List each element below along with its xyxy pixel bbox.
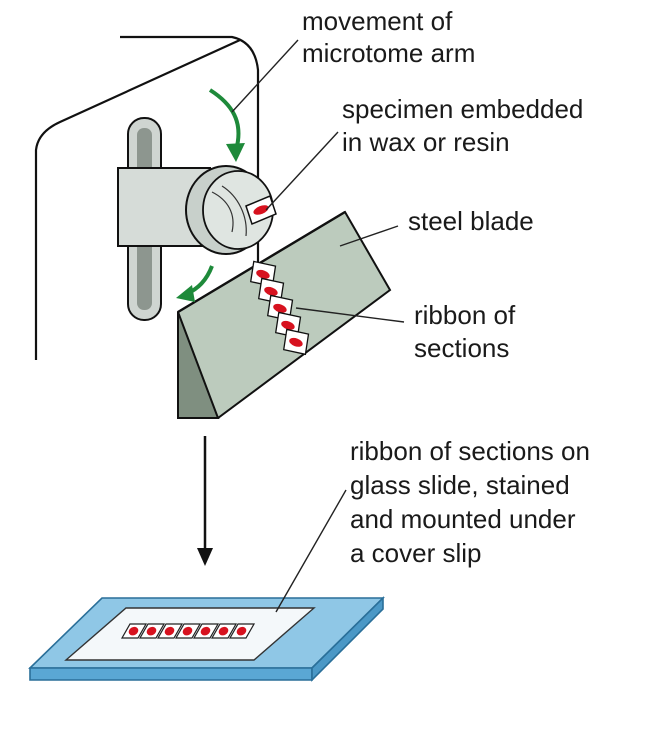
microtome-housing <box>34 35 260 360</box>
ribbon-of-sections <box>249 260 310 356</box>
leader-slide <box>275 489 347 613</box>
slide-sections <box>120 623 256 639</box>
leader-blade <box>339 225 399 247</box>
leader-specimen <box>265 131 339 211</box>
arm-movement-arrow <box>208 88 245 162</box>
label-steel-blade: steel blade <box>408 206 534 236</box>
label-ribbon: ribbon of sections <box>414 300 522 363</box>
label-slide: ribbon of sections on glass slide, stain… <box>350 436 597 568</box>
label-specimen: specimen embedded in wax or resin <box>342 94 591 157</box>
arm-down-arrow <box>176 265 214 302</box>
leader-ribbon <box>295 307 405 323</box>
specimen-block <box>245 194 277 226</box>
leader-arm <box>231 39 299 113</box>
down-arrow <box>197 436 213 566</box>
label-arm-movement: movement of microtome arm <box>302 6 475 68</box>
